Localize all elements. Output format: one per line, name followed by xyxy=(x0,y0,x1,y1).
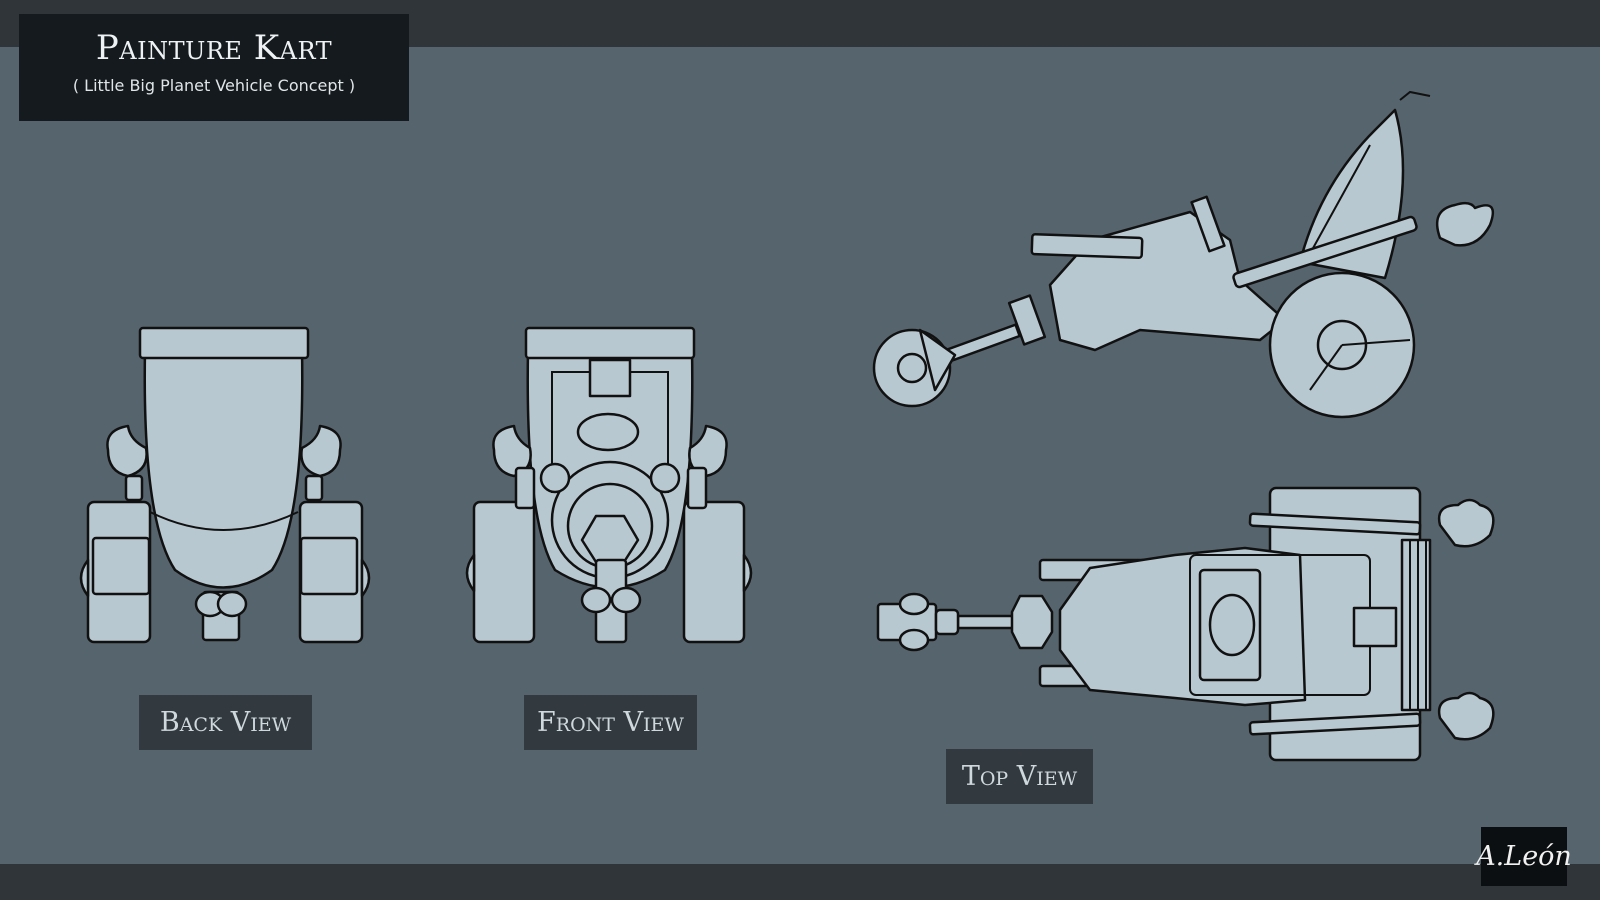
title-box: Painture Kart ( Little Big Planet Vehicl… xyxy=(19,14,409,121)
page-subtitle: ( Little Big Planet Vehicle Concept ) xyxy=(72,76,356,95)
side-view-drawing xyxy=(872,90,1495,419)
top-view-label: Top View xyxy=(946,749,1093,804)
back-view-label: Back View xyxy=(139,695,312,750)
front-view-drawing xyxy=(465,326,753,644)
top-view-drawing xyxy=(876,486,1495,762)
signature-text: A.León xyxy=(1476,841,1572,872)
page-title: Painture Kart xyxy=(95,28,333,68)
signature-badge: A.León xyxy=(1476,827,1572,886)
bottom-band xyxy=(0,864,1600,900)
back-view-drawing xyxy=(79,326,371,644)
front-view-label: Front View xyxy=(524,695,697,750)
